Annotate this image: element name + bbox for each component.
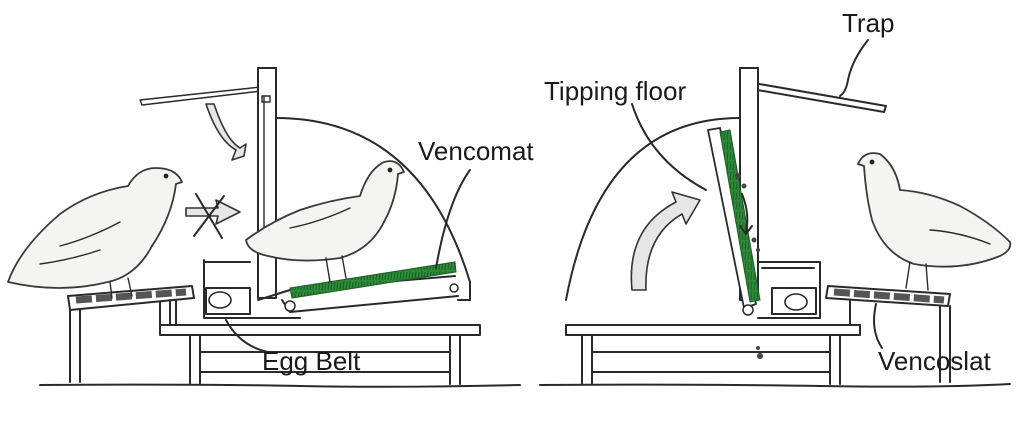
blocked-cross [193,193,225,239]
vencomat-turf-right [719,129,761,303]
trap-flap-closed [745,81,887,113]
label-vencomat: Vencomat [418,136,534,166]
leader-egg-belt [225,319,269,353]
curved-arrow-down [205,103,247,161]
egg-right [784,293,808,311]
leader-tipping-floor [631,103,707,191]
vencomat-turf-left [289,261,457,299]
trap-flap-open [139,85,271,106]
hen-inside-left [245,160,405,283]
leader-trap [839,39,869,97]
label-trap: Trap [842,8,895,38]
right-base [565,324,861,385]
ground-line-left [39,383,521,388]
tipping-arrow [630,191,701,291]
hen-outside-left [7,167,183,299]
left-base [159,324,481,385]
left-roof [275,117,471,283]
egg-left [208,291,232,309]
leader-vencoslat [873,303,883,349]
right-vencoslat [825,285,951,383]
leader-vencomat [435,169,471,269]
label-egg-belt: Egg Belt [262,346,361,376]
right-roof [565,117,741,301]
right-nest-box [565,67,887,385]
label-tipping-floor: Tipping floor [544,76,686,106]
hen-outside-right [857,152,1012,291]
label-vencoslat: Vencoslat [878,346,992,376]
droppings-arrow [741,193,749,233]
left-vencoslat [67,285,195,383]
ground-line-right [539,383,1011,388]
